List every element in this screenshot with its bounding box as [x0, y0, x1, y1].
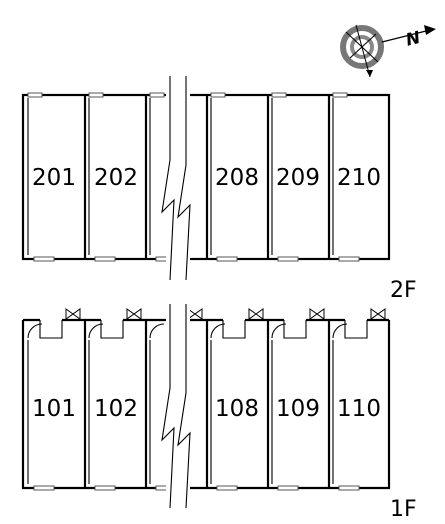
unit-label: 208 — [215, 165, 259, 191]
floor-1f-plan — [21, 308, 391, 491]
unit-label: 101 — [32, 396, 76, 422]
unit-label: 108 — [215, 396, 259, 422]
break-line-2f — [161, 76, 191, 281]
windows-top-2f — [27, 92, 348, 98]
unit-label: 209 — [276, 165, 320, 191]
compass-icon: N — [340, 24, 436, 78]
unit-divider-walls — [83, 95, 331, 259]
floor-label-1f: 1F — [390, 497, 417, 522]
entrance-alcoves-1f — [39, 320, 368, 339]
unit-label: 102 — [94, 396, 138, 422]
unit-label: 109 — [276, 396, 320, 422]
unit-label: 201 — [32, 165, 76, 191]
unit-labels-2f: 201 202 208 209 210 — [32, 165, 381, 191]
floor-label-2f: 2F — [390, 278, 417, 303]
unit-labels-1f: 101 102 108 109 110 — [32, 396, 381, 422]
unit-label: 210 — [337, 165, 381, 191]
door-swing-icons — [27, 323, 348, 339]
unit-label: 110 — [337, 396, 381, 422]
compass-north-label: N — [404, 28, 423, 51]
floor-2f-plan — [21, 92, 391, 262]
meter-box-icons — [65, 308, 386, 320]
unit-label: 202 — [94, 165, 138, 191]
break-line-1f — [161, 304, 191, 509]
